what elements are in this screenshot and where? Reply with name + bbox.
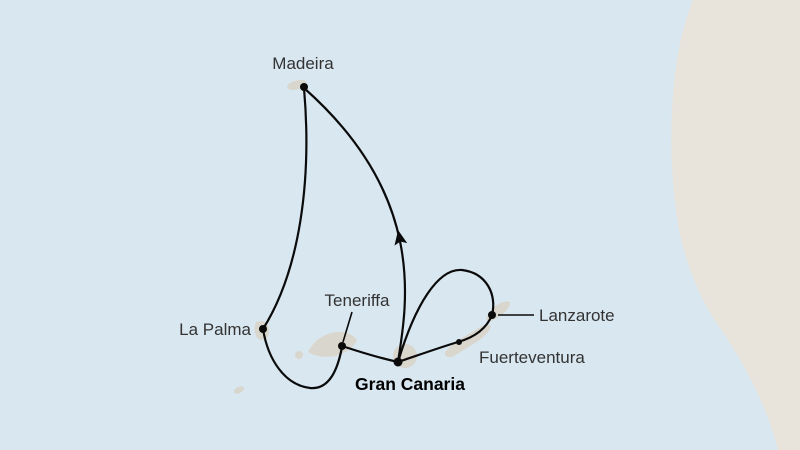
port-dot-lanzarote — [488, 311, 496, 319]
port-dot-madeira — [300, 83, 308, 91]
arrow-up-icon — [394, 230, 408, 246]
african-coast-landmass — [671, 0, 800, 450]
island-el-hierro — [233, 386, 245, 394]
port-label-teneriffa: Teneriffa — [325, 291, 390, 310]
port-label-lanzarote: Lanzarote — [539, 306, 615, 325]
port-dot-gran-canaria — [393, 357, 403, 367]
route-gran-canaria-madeira — [302, 86, 407, 364]
port-labels-group: Madeira La Palma Teneriffa Gran Canaria … — [179, 54, 614, 394]
route-teneriffa-gran-canaria — [340, 344, 400, 364]
port-label-madeira: Madeira — [272, 54, 334, 73]
port-label-fuerteventura: Fuerteventura — [479, 348, 585, 367]
port-dot-teneriffa — [338, 342, 346, 350]
port-label-gran-canaria: Gran Canaria — [355, 374, 465, 394]
route-la-palma-teneriffa — [261, 327, 344, 390]
teneriffa-label-connector — [342, 311, 353, 343]
port-dots-group — [259, 83, 496, 367]
port-dot-la-palma — [259, 325, 267, 333]
port-dot-fuerteventura — [456, 339, 462, 345]
island-la-gomera — [295, 351, 303, 359]
port-label-la-palma: La Palma — [179, 320, 251, 339]
route-gran-canaria-lanzarote — [396, 268, 495, 364]
route-madeira-la-palma — [261, 86, 308, 331]
